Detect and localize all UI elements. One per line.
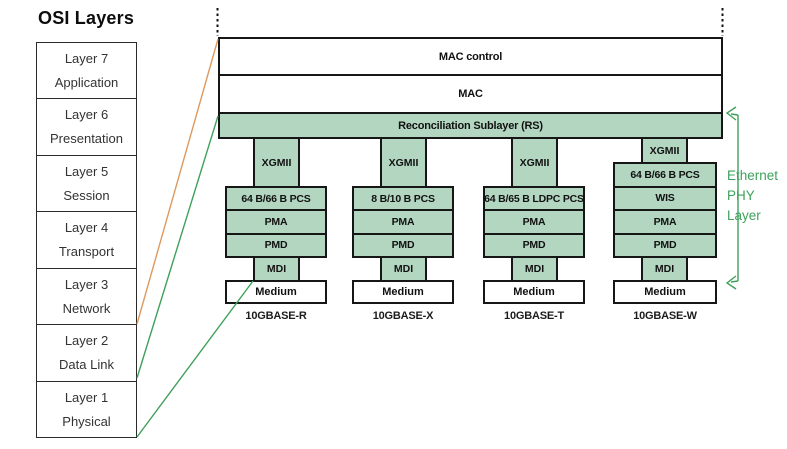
osi-layer-2-box: Layer 2 Data Link xyxy=(36,324,137,382)
osi-layer-3-box: Layer 3 Network xyxy=(36,268,137,325)
xgmii-box: XGMII xyxy=(511,139,558,186)
sublayer-stack: 64 B/66 B PCS WIS PMA PMD xyxy=(613,162,717,258)
arrowhead-up-icon xyxy=(725,106,737,121)
annotation-line: Layer xyxy=(727,208,761,223)
xgmii-box: XGMII xyxy=(380,139,427,186)
pcs-row: 64 B/66 B PCS xyxy=(227,188,325,210)
osi-layer-number: Layer 2 xyxy=(64,333,109,348)
osi-layer-number: Layer 6 xyxy=(64,107,109,122)
pmd-row: PMD xyxy=(485,232,583,256)
phy-column-10gbase-t: XGMII 64 B/65 B LDPC PCS PMA PMD MDI Med… xyxy=(483,137,585,337)
osi-layer-number: Layer 5 xyxy=(64,163,109,179)
phy-column-10gbase-r: XGMII 64 B/66 B PCS PMA PMD MDI Medium 1… xyxy=(225,137,327,337)
mdi-box: MDI xyxy=(641,258,688,280)
xgmii-box: XGMII xyxy=(641,139,688,162)
mdi-box: MDI xyxy=(380,258,427,280)
mac-box: MAC xyxy=(218,76,723,114)
mdi-box: MDI xyxy=(511,258,558,280)
annotation-line: Ethernet xyxy=(727,168,779,183)
medium-box: Medium xyxy=(483,280,585,304)
xgmii-box: XGMII xyxy=(253,139,300,186)
sublayer-stack: 64 B/66 B PCS PMA PMD xyxy=(225,186,327,258)
medium-box: Medium xyxy=(613,280,717,304)
medium-box: Medium xyxy=(352,280,454,304)
osi-layer-name: Physical xyxy=(62,413,111,429)
osi-layer-4-box: Layer 4 Transport xyxy=(36,211,137,269)
osi-layer-name: Data Link xyxy=(59,357,114,372)
medium-box: Medium xyxy=(225,280,327,304)
sublayer-stack: 64 B/65 B LDPC PCS PMA PMD xyxy=(483,186,585,258)
phy-layer-bracket-top-tick xyxy=(730,113,739,116)
green-connector-line-rs xyxy=(136,115,219,379)
osi-layer-number: Layer 7 xyxy=(64,50,109,66)
osi-layer-name: Application xyxy=(54,74,119,90)
osi-layer-6-box: Layer 6 Presentation xyxy=(36,98,137,156)
osi-layer-name: Session xyxy=(63,187,110,203)
mac-control-box: MAC control xyxy=(218,37,723,76)
orange-connector-line xyxy=(136,38,219,325)
osi-layer-1-box: Layer 1 Physical xyxy=(36,381,137,438)
osi-layer-5-box: Layer 5 Session xyxy=(36,155,137,212)
mdi-box: MDI xyxy=(253,258,300,280)
ethernet-phy-layer-annotation: Ethernet PHY Layer xyxy=(727,166,778,226)
osi-layers-title: OSI Layers xyxy=(38,8,135,28)
pma-row: PMA xyxy=(354,209,452,233)
phy-layer-bracket-bottom-tick xyxy=(730,280,739,283)
column-label: 10GBASE-X xyxy=(372,310,434,322)
pma-row: PMA xyxy=(227,209,325,233)
pma-row: PMA xyxy=(485,209,583,233)
osi-layer-number: Layer 4 xyxy=(64,220,109,235)
phy-column-10gbase-x: XGMII 8 B/10 B PCS PMA PMD MDI Medium 10… xyxy=(352,137,454,337)
osi-layer-number: Layer 3 xyxy=(64,276,109,292)
pma-row: PMA xyxy=(615,209,715,233)
column-label: 10GBASE-T xyxy=(504,310,564,322)
osi-layer-number: Layer 1 xyxy=(64,389,109,405)
osi-layer-name: Network xyxy=(62,300,111,316)
pmd-row: PMD xyxy=(354,232,452,256)
column-label: 10GBASE-W xyxy=(633,310,697,322)
pmd-row: PMD xyxy=(615,232,715,256)
pcs-row: 64 B/65 B LDPC PCS xyxy=(484,188,584,210)
column-label: 10GBASE-R xyxy=(245,310,307,322)
arrowhead-down-icon xyxy=(725,275,737,290)
osi-layer-7-box: Layer 7 Application xyxy=(36,42,137,99)
wis-row: WIS xyxy=(615,185,715,209)
phy-column-10gbase-w: XGMII 64 B/66 B PCS WIS PMA PMD MDI Medi… xyxy=(613,137,717,337)
sublayer-stack: 8 B/10 B PCS PMA PMD xyxy=(352,186,454,258)
annotation-line: PHY xyxy=(727,188,755,203)
pcs-row: 64 B/66 B PCS xyxy=(615,164,715,186)
osi-layer-name: Presentation xyxy=(50,131,123,146)
osi-layer-name: Transport xyxy=(58,244,115,259)
pcs-row: 8 B/10 B PCS xyxy=(354,188,452,210)
reconciliation-sublayer-box: Reconciliation Sublayer (RS) xyxy=(218,114,723,139)
pmd-row: PMD xyxy=(227,232,325,256)
